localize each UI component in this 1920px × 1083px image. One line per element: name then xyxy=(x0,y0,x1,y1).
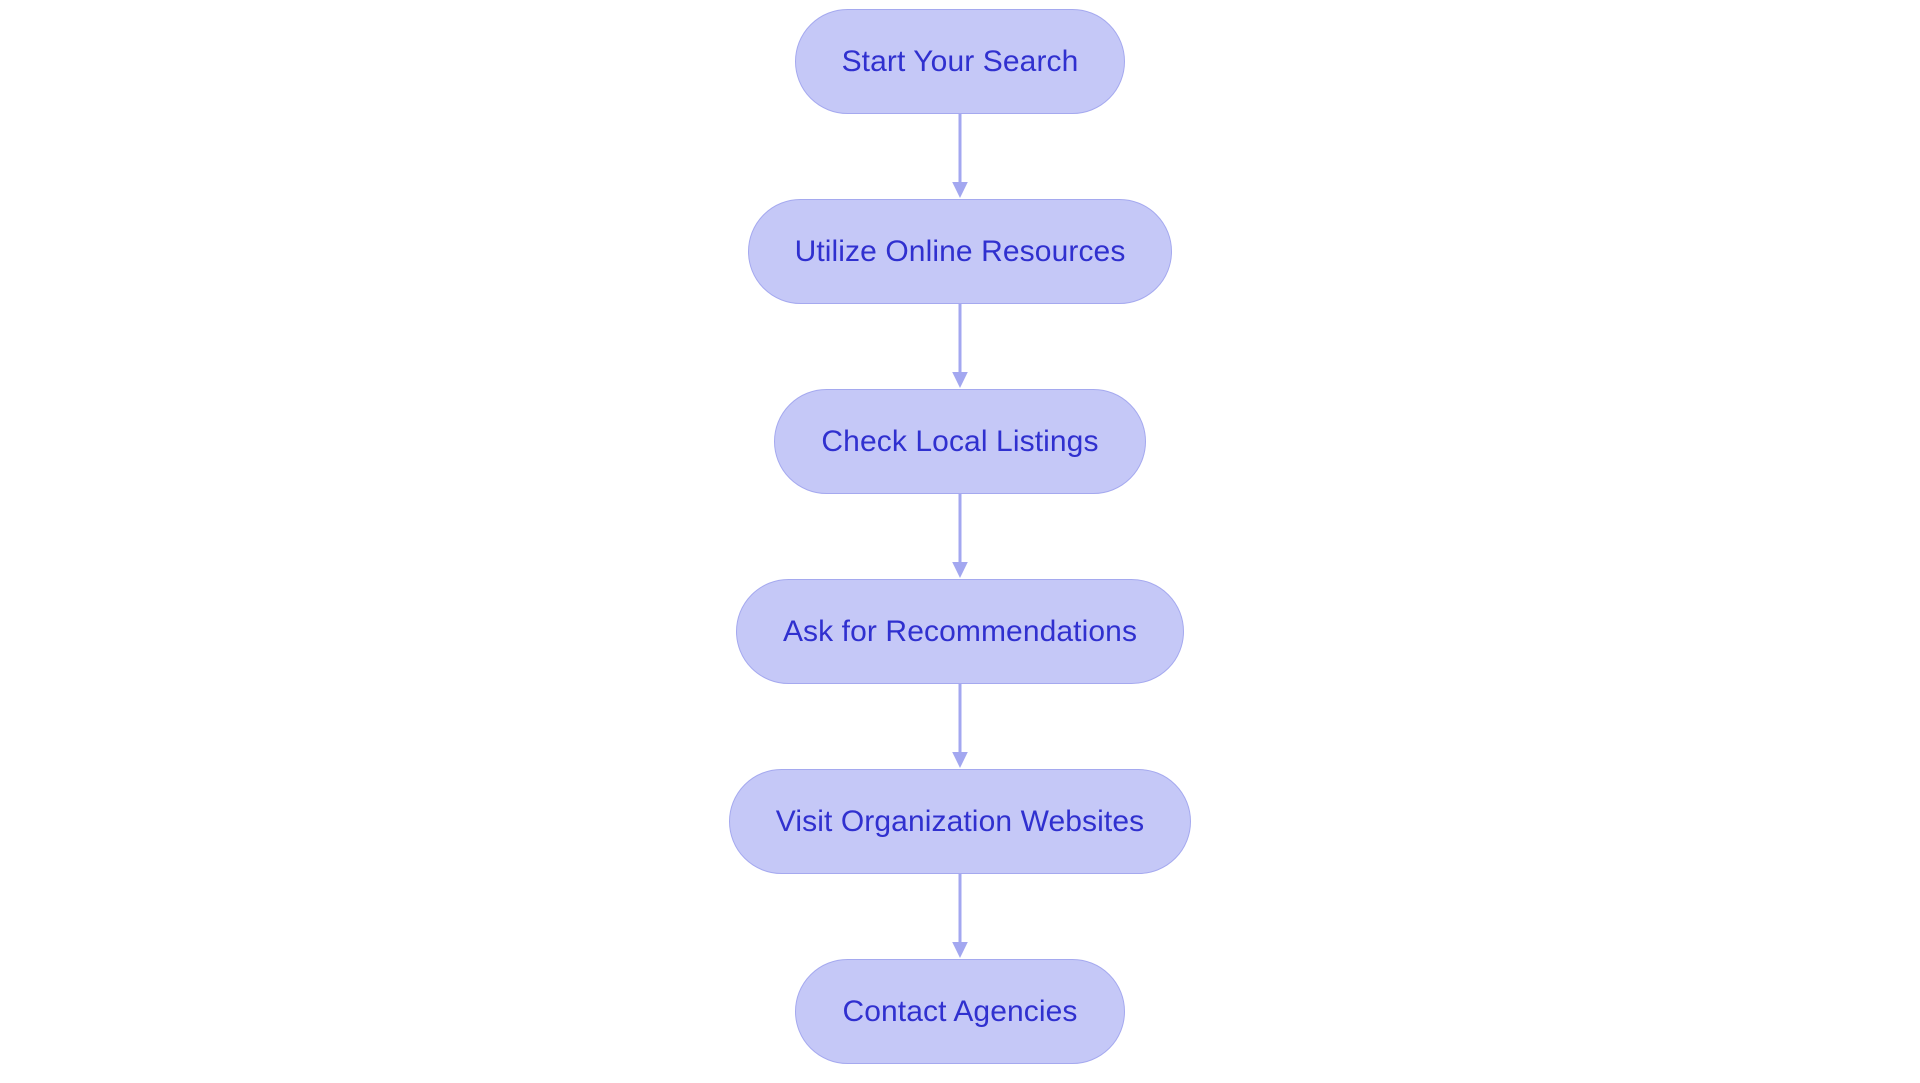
flowchart-node-contact-agencies[interactable]: Contact Agencies xyxy=(795,959,1125,1064)
flowchart-node-ask-for-recommendations[interactable]: Ask for Recommendations xyxy=(735,579,1185,684)
flowchart-node-label: Utilize Online Resources xyxy=(794,234,1126,268)
flowchart-node-start-your-search[interactable]: Start Your Search xyxy=(794,9,1126,114)
flowchart-node-label: Start Your Search xyxy=(841,44,1079,78)
arrow-down-icon xyxy=(952,304,968,388)
arrow-down-icon xyxy=(952,494,968,578)
flowchart-node-label: Contact Agencies xyxy=(842,994,1078,1028)
flowchart-node-visit-organization-websites[interactable]: Visit Organization Websites xyxy=(728,769,1192,874)
arrow-down-icon xyxy=(952,114,968,198)
flowchart-arrow-2 xyxy=(951,304,969,389)
flowchart-arrow-5 xyxy=(951,874,969,959)
arrow-down-icon xyxy=(952,684,968,768)
flowchart-node-utilize-online-resources[interactable]: Utilize Online Resources xyxy=(747,199,1173,304)
flowchart-node-label: Ask for Recommendations xyxy=(782,614,1138,648)
flowchart-node-label: Check Local Listings xyxy=(821,424,1099,458)
flowchart-node-label: Visit Organization Websites xyxy=(775,804,1145,838)
flowchart-arrow-3 xyxy=(951,494,969,579)
arrow-down-icon xyxy=(952,874,968,958)
flowchart-node-check-local-listings[interactable]: Check Local Listings xyxy=(774,389,1146,494)
flowchart-arrow-4 xyxy=(951,684,969,769)
flowchart-arrow-1 xyxy=(951,114,969,199)
